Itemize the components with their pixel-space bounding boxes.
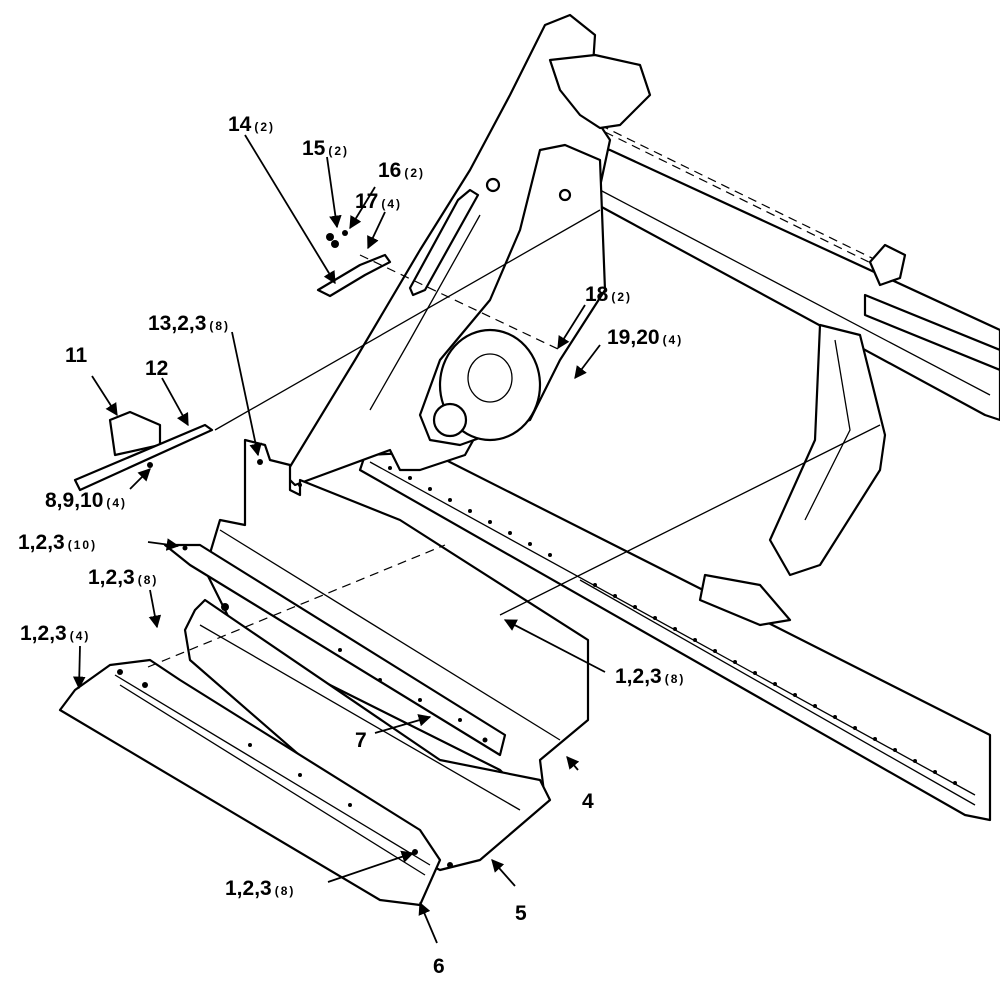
callout-5: 5 (515, 902, 527, 925)
callout-16: 16(2) (378, 159, 425, 182)
callout-11: 11 (65, 344, 88, 367)
leader-lines (72, 134, 606, 944)
callout-8: 8,9,10(4) (45, 489, 127, 512)
callout-labels: 14(2) 15(2) 16(2) 17(4) 13,2,3(8) 18(2) … (18, 113, 685, 978)
upper-beam (558, 138, 1000, 422)
callout-14: 14(2) (228, 113, 275, 136)
beam-holes (388, 466, 957, 785)
main-frame (283, 13, 1000, 822)
callout-6: 6 (433, 955, 445, 978)
bar-12 (73, 423, 214, 492)
callout-4: 4 (582, 790, 594, 813)
callout-13: 13,2,3(8) (148, 312, 230, 335)
callout-15: 15(2) (302, 137, 349, 160)
callout-18: 18(2) (585, 283, 632, 306)
callout-19: 19,20(4) (607, 326, 683, 349)
bracket-11 (108, 410, 162, 457)
callout-12: 12 (145, 357, 168, 380)
top-hood (548, 53, 652, 130)
hidden-lines (147, 209, 881, 668)
curved-pan-5 (183, 598, 552, 872)
strip-7 (163, 543, 507, 757)
handle-14 (316, 253, 392, 298)
right-leg (768, 323, 887, 577)
right-foot (698, 573, 792, 627)
right-bracket (868, 243, 907, 287)
callout-1-8b: 1,2,3(8) (615, 665, 685, 688)
callout-1-4: 1,2,3(4) (20, 622, 90, 645)
callout-17: 17(4) (355, 190, 402, 213)
callout-7: 7 (355, 729, 367, 752)
curved-pan-6 (58, 658, 442, 907)
callout-1-8c: 1,2,3(8) (225, 877, 295, 900)
shield-holes (117, 459, 462, 868)
callout-1-8a: 1,2,3(8) (88, 566, 158, 589)
callout-1-10: 1,2,3(10) (18, 531, 97, 554)
